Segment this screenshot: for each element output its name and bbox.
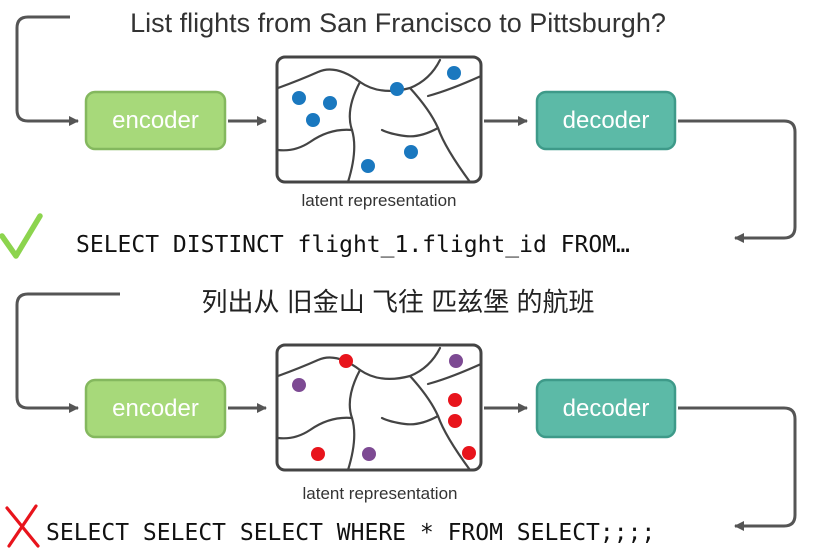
top-input-arrow (15, 15, 79, 126)
bottom-decoder-label: decoder (563, 395, 650, 422)
top-latent-label: latent representation (302, 191, 457, 210)
top-decoder: decoder (535, 90, 677, 151)
latent-point (462, 446, 476, 460)
top-encoder-label: encoder (112, 107, 199, 134)
bottom-encoder: encoder (84, 378, 227, 439)
latent-point (449, 354, 463, 368)
latent-point (448, 414, 462, 428)
top-panel: List flights from San Francisco to Pitts… (0, 8, 797, 259)
latent-point (390, 82, 404, 96)
latent-point (323, 96, 337, 110)
bottom-output-arrow (678, 406, 797, 531)
bottom-latent-box (275, 343, 483, 472)
bottom-input-arrow (15, 292, 120, 413)
bottom-latent-label: latent representation (303, 484, 458, 503)
bottom-question: 列出从 旧金山 飞往 匹兹堡 的航班 (202, 287, 595, 317)
bottom-encoder-label: encoder (112, 395, 199, 422)
latent-point (447, 66, 461, 80)
cross-icon (5, 504, 40, 548)
bottom-decoder: decoder (535, 378, 677, 439)
top-latent-box (275, 55, 483, 184)
top-question: List flights from San Francisco to Pitts… (130, 8, 666, 38)
bottom-latent-points (292, 354, 476, 461)
latent-point (361, 159, 375, 173)
checkmark-icon (0, 213, 43, 259)
latent-point (311, 447, 325, 461)
top-encoder: encoder (84, 90, 227, 151)
latent-point (448, 393, 462, 407)
latent-point (306, 113, 320, 127)
latent-point (292, 91, 306, 105)
top-sql-output: SELECT DISTINCT flight_1.flight_id FROM… (76, 232, 630, 258)
top-latent-points (292, 66, 461, 173)
top-decoder-label: decoder (563, 107, 650, 134)
latent-point (404, 145, 418, 159)
bottom-sql-output: SELECT SELECT SELECT WHERE * FROM SELECT… (46, 520, 655, 546)
latent-point (292, 378, 306, 392)
latent-point (362, 447, 376, 461)
top-output-arrow (678, 119, 797, 243)
bottom-panel: 列出从 旧金山 飞往 匹兹堡 的航班 encoder latent repres… (5, 287, 797, 548)
latent-point (339, 354, 353, 368)
